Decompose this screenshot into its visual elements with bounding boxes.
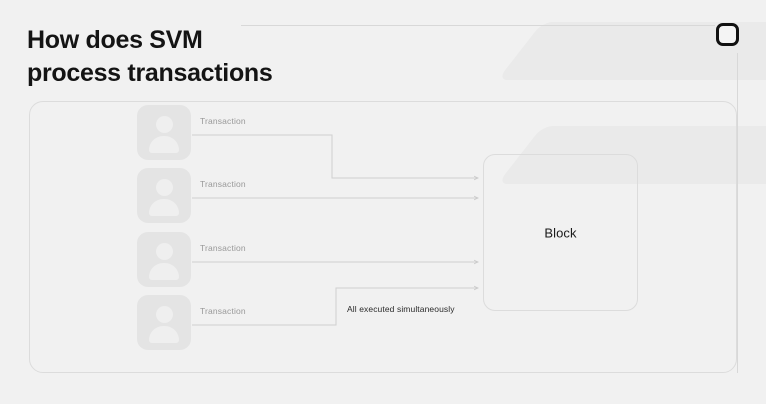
- diagram-panel: [29, 101, 737, 373]
- avatar-body: [149, 326, 179, 343]
- header-divider-horizontal: [241, 25, 715, 26]
- octagon-ring-logo-icon: [716, 23, 739, 46]
- user-avatar-icon: [137, 295, 191, 350]
- transaction-label: Transaction: [200, 243, 246, 253]
- transaction-label: Transaction: [200, 306, 246, 316]
- header-divider-vertical: [737, 53, 738, 373]
- transaction-row-2[interactable]: Transaction: [137, 168, 497, 223]
- transaction-row-4[interactable]: Transaction: [137, 295, 497, 350]
- user-avatar-icon: [137, 168, 191, 223]
- avatar-head: [155, 179, 173, 196]
- transaction-label: Transaction: [200, 179, 246, 189]
- avatar-head: [155, 116, 173, 133]
- avatar-body: [149, 263, 179, 280]
- page-title: How does SVM process transactions: [27, 26, 273, 87]
- avatar-head: [155, 306, 173, 323]
- user-avatar-icon: [137, 105, 191, 160]
- user-avatar-icon: [137, 232, 191, 287]
- avatar-body: [149, 136, 179, 153]
- block-label: Block: [544, 225, 577, 240]
- transaction-label: Transaction: [200, 116, 246, 126]
- simultaneous-annotation: All executed simultaneously: [347, 304, 455, 314]
- avatar-body: [149, 199, 179, 216]
- block-box[interactable]: Block: [483, 154, 638, 311]
- avatar-head: [155, 243, 173, 260]
- transaction-row-1[interactable]: Transaction: [137, 105, 497, 160]
- transaction-row-3[interactable]: Transaction: [137, 232, 497, 287]
